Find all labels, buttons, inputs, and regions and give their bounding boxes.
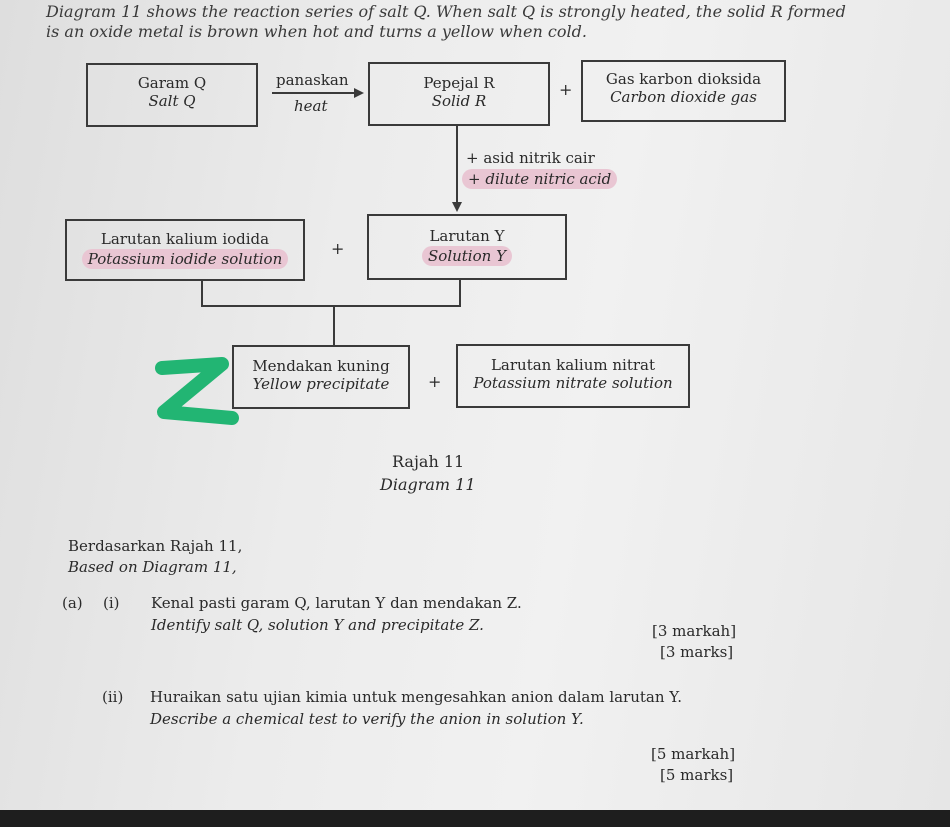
question-ii-ms: Huraikan satu ujian kimia untuk mengesah…	[150, 688, 683, 706]
kno3-label-ms: Larutan kalium nitrat	[490, 356, 656, 374]
heat-arrow-icon	[272, 88, 364, 98]
question-ii-marks-ms: [5 markah]	[651, 745, 736, 763]
precipitate-label-en: Yellow precipitate	[252, 375, 390, 393]
plus-sign-3: +	[428, 372, 442, 391]
co2-box: Gas karbon dioksida Carbon dioxide gas	[581, 60, 786, 122]
salt-q-label-ms: Garam Q	[137, 74, 207, 92]
solution-y-box: Larutan Y Solution Y	[367, 214, 567, 280]
based-on-en: Based on Diagram 11,	[68, 558, 237, 576]
solid-r-box: Pepejal R Solid R	[368, 62, 550, 126]
yellow-precipitate-box: Mendakan kuning Yellow precipitate	[232, 345, 410, 409]
ki-label-ms: Larutan kalium iodida	[100, 230, 270, 248]
co2-label-ms: Gas karbon dioksida	[605, 70, 762, 88]
question-ii-en: Describe a chemical test to verify the a…	[150, 710, 584, 728]
co2-label-en: Carbon dioxide gas	[610, 88, 757, 106]
salt-q-box: Garam Q Salt Q	[86, 63, 258, 127]
precipitate-label-ms: Mendakan kuning	[252, 357, 390, 375]
ki-label-en: Potassium iodide solution	[81, 249, 289, 269]
plus-sign-1: +	[559, 80, 573, 99]
solution-y-label-ms: Larutan Y	[429, 227, 505, 245]
salt-q-label-en: Salt Q	[148, 92, 196, 110]
intro-line-1: Diagram 11 shows the reaction series of …	[46, 2, 846, 21]
intro-line-2: is an oxide metal is brown when hot and …	[46, 22, 587, 41]
question-i-number: (i)	[103, 594, 120, 612]
plus-sign-2: +	[331, 239, 345, 258]
acid-label-en: + dilute nitric acid	[462, 169, 618, 189]
z-marker-icon	[155, 357, 239, 425]
connector-down	[333, 305, 335, 347]
acid-label-ms: + asid nitrik cair	[466, 149, 595, 167]
question-i-en: Identify salt Q, solution Y and precipit…	[151, 616, 484, 634]
heat-label-ms: panaskan	[276, 71, 349, 89]
question-i-marks-en: [3 marks]	[660, 643, 734, 661]
acid-arrow-icon	[452, 126, 462, 212]
solid-r-label-ms: Pepejal R	[423, 74, 495, 92]
potassium-iodide-box: Larutan kalium iodida Potassium iodide s…	[65, 219, 305, 281]
kno3-label-en: Potassium nitrate solution	[473, 374, 673, 392]
question-ii-marks-en: [5 marks]	[660, 766, 734, 784]
question-i-ms: Kenal pasti garam Q, larutan Y dan menda…	[151, 594, 522, 612]
caption-ms: Rajah 11	[392, 452, 465, 471]
part-a-label: (a)	[62, 594, 83, 612]
connector-horizontal	[201, 305, 461, 307]
connector-left	[201, 281, 203, 307]
connector-right	[459, 280, 461, 307]
page-bottom-edge	[0, 810, 950, 827]
based-on-ms: Berdasarkan Rajah 11,	[68, 537, 243, 555]
question-ii-number: (ii)	[102, 688, 124, 706]
heat-label-en: heat	[294, 97, 328, 115]
question-i-marks-ms: [3 markah]	[652, 622, 737, 640]
solid-r-label-en: Solid R	[431, 92, 487, 110]
solution-y-label-en: Solution Y	[422, 246, 512, 266]
potassium-nitrate-box: Larutan kalium nitrat Potassium nitrate …	[456, 344, 690, 408]
caption-en: Diagram 11	[380, 475, 476, 494]
